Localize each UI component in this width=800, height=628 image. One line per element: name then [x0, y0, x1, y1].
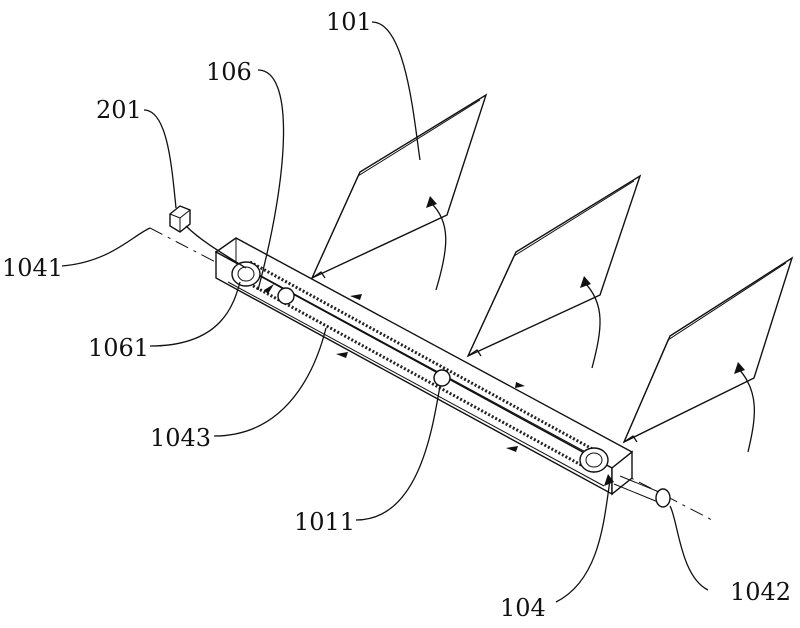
label-104: 104: [500, 594, 546, 622]
motor-shaft: [613, 475, 671, 508]
rotation-arrows: [426, 196, 755, 453]
label-201: 201: [96, 96, 142, 124]
pulley-middle: [433, 369, 451, 387]
pulley-left: [231, 261, 261, 287]
leader-lines: [61, 21, 709, 603]
label-1043: 1043: [150, 424, 211, 452]
pulley-1061: [277, 287, 295, 305]
panel-front: [622, 256, 794, 444]
belt-direction-arrows: [336, 294, 525, 452]
label-106: 106: [206, 58, 252, 86]
sensor-box: [169, 205, 247, 269]
label-101: 101: [326, 8, 372, 36]
pulley-right: [579, 447, 609, 473]
panel-back: [310, 93, 488, 280]
panel-middle: [466, 174, 642, 358]
label-1011: 1011: [294, 508, 355, 536]
label-1061: 1061: [88, 334, 149, 362]
label-1042: 1042: [730, 578, 791, 606]
label-1041: 1041: [2, 254, 63, 282]
